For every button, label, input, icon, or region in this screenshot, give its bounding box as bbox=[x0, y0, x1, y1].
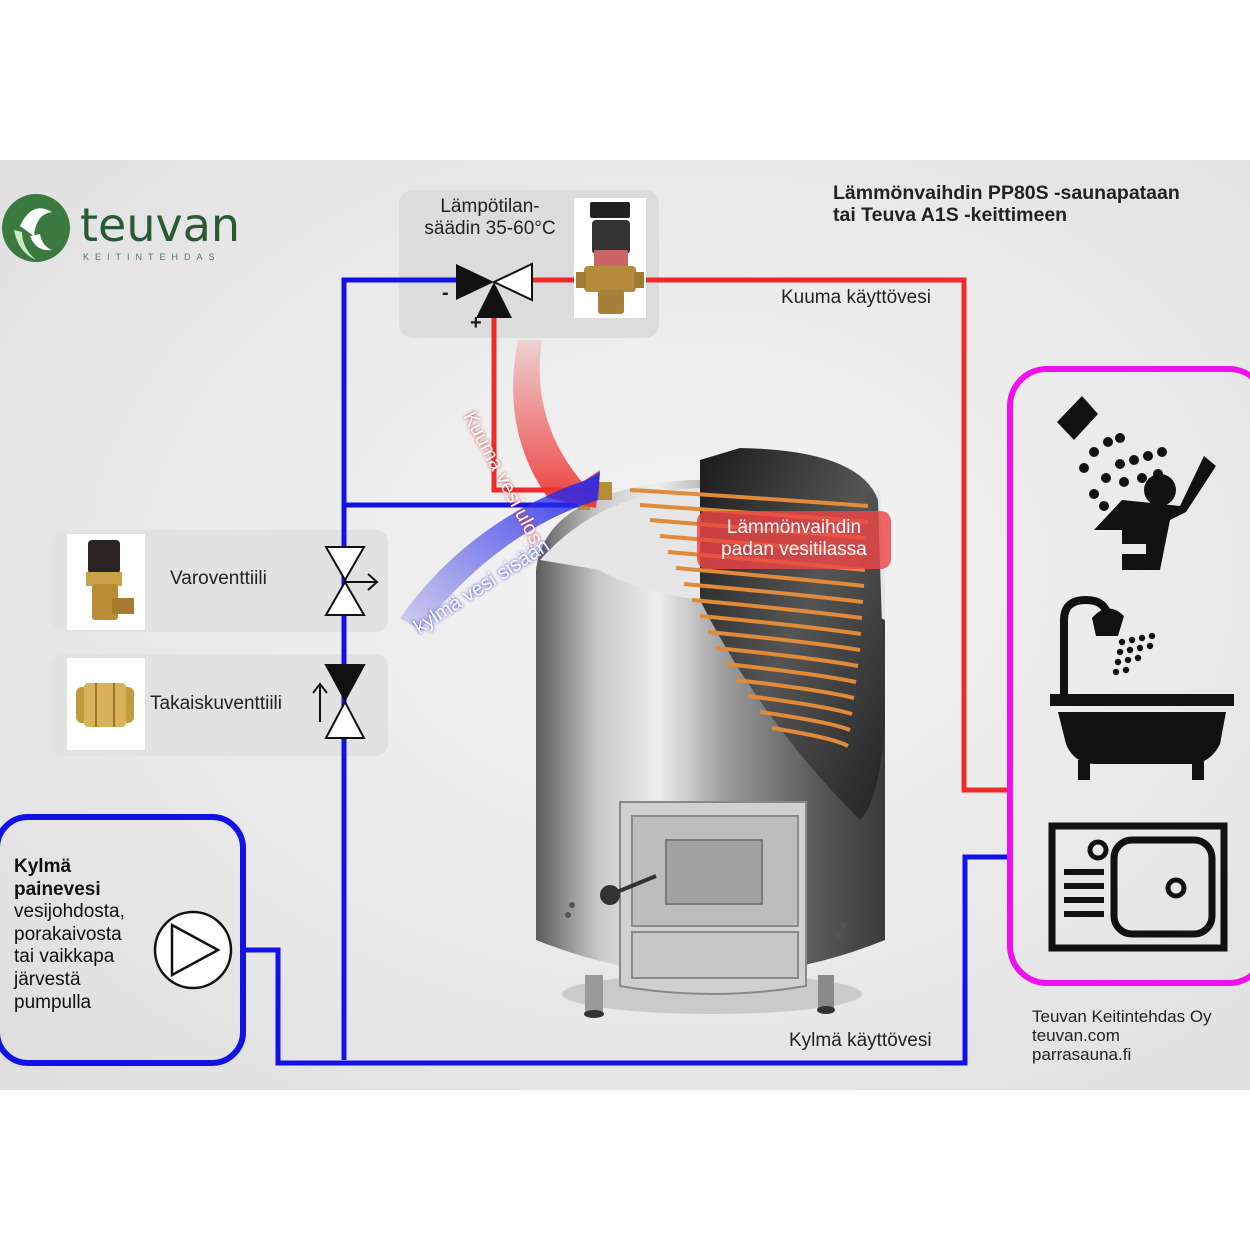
pump-symbol bbox=[153, 910, 233, 990]
safety-valve-label: Varoventtiili bbox=[170, 568, 267, 589]
bathtub-icon bbox=[1050, 595, 1234, 780]
heat-exchanger-label-line-2: padan vesitilassa bbox=[721, 539, 867, 560]
boiler-illustration bbox=[536, 448, 885, 1018]
mixing-valve-icon bbox=[456, 262, 533, 318]
title-line-1: Lämmönvaihdin PP80S -saunapataan bbox=[833, 182, 1180, 204]
company-info: Teuvan Keitintehdas Oy teuvan.com parras… bbox=[1032, 1007, 1212, 1064]
cold-supply-text: Kylmä painevesi vesijohdosta, porakaivos… bbox=[14, 856, 154, 1014]
cold-supply-line-2: painevesi bbox=[14, 878, 101, 900]
company-site-2: parrasauna.fi bbox=[1032, 1045, 1132, 1064]
check-valve-photo bbox=[67, 658, 145, 750]
check-valve-label: Takaiskuventtiili bbox=[150, 693, 282, 714]
cold-water-in-arrow bbox=[400, 472, 600, 630]
company-site-1: teuvan.com bbox=[1032, 1026, 1120, 1045]
safety-valve-photo bbox=[67, 534, 145, 630]
heat-exchanger-label-line-1: Lämmönvaihdin bbox=[726, 517, 862, 538]
valve-minus-sign: - bbox=[442, 282, 449, 304]
hot-water-pipe-label: Kuuma käyttövesi bbox=[781, 287, 931, 308]
cold-supply-line-7: pumpulla bbox=[14, 991, 92, 1013]
piping-schematic bbox=[2, 194, 1234, 1066]
cold-water-pipe-label: Kylmä käyttövesi bbox=[789, 1030, 932, 1051]
title-line-2: tai Teuva A1S -keittimeen bbox=[833, 204, 1068, 226]
valve-plus-sign: + bbox=[470, 312, 482, 334]
thermostat-label-line-1: Lämpötilan- bbox=[440, 196, 540, 217]
thermostat-photo bbox=[574, 198, 646, 318]
cold-supply-line-1: Kylmä bbox=[14, 856, 72, 877]
safety-valve-symbol bbox=[324, 546, 379, 616]
cold-supply-line-4: porakaivosta bbox=[14, 923, 122, 945]
diagram-panel: teuvan KEITINTEHDAS Lämmönvaihdin PP80S … bbox=[0, 160, 1250, 1090]
hot-water-out-arrow bbox=[513, 340, 600, 508]
cold-supply-box bbox=[0, 814, 246, 1066]
thermostat-label-line-2: säädin 35-60°C bbox=[424, 218, 556, 239]
kitchen-sink-icon bbox=[1048, 822, 1228, 952]
thermostat-label: Lämpötilan- säädin 35-60°C bbox=[405, 196, 575, 240]
check-valve-symbol bbox=[312, 664, 366, 739]
teuvan-logo-icon bbox=[2, 194, 70, 262]
company-name: Teuvan Keitintehdas Oy bbox=[1032, 1007, 1212, 1026]
logo-subtitle: KEITINTEHDAS bbox=[83, 252, 221, 262]
heat-exchanger-label: Lämmönvaihdin padan vesitilassa bbox=[697, 511, 891, 569]
cold-supply-line-6: järvestä bbox=[14, 968, 81, 990]
cold-supply-line-3: vesijohdosta, bbox=[14, 901, 125, 923]
shower-person-icon bbox=[1057, 396, 1216, 570]
logo-wordmark: teuvan bbox=[80, 198, 241, 252]
consumers-frame bbox=[1007, 366, 1250, 986]
cold-supply-line-5: tai vaikkapa bbox=[14, 946, 115, 968]
page-title: Lämmönvaihdin PP80S -saunapataan tai Teu… bbox=[833, 182, 1243, 226]
